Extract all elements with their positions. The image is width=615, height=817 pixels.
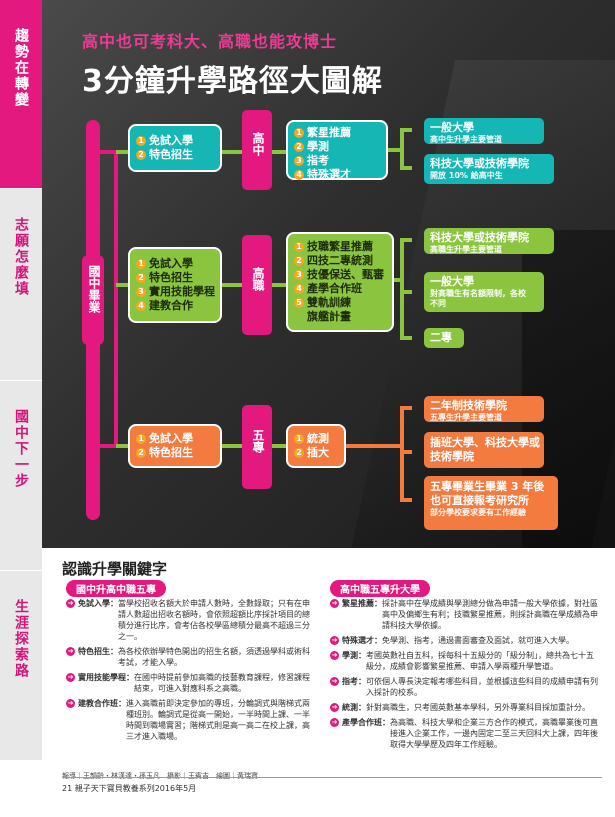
- page-subtitle: 高中也可考科大、高職也能攻博士: [82, 32, 338, 51]
- list-item: ➜實用技能學程：在國中時提前參加高職的技藝教育課程，修習課程結束，可進入對應科系…: [66, 673, 310, 693]
- glossary-left-list: ➜免試入學：當學校招收名額大於申請人數時，全數錄取；只有在申請人數超出招收名額時…: [66, 598, 316, 746]
- root-box: 國中畢業: [82, 255, 104, 345]
- destination-box: 科技大學或技術學院 開放 10% 給高中生: [424, 154, 554, 184]
- sidebar-tab-career[interactable]: 生涯探索路: [0, 570, 42, 760]
- glossary-left-label: 國中升高中職五專: [66, 580, 166, 597]
- sidebar: 趨勢在轉變 志願怎麼填 國中下一步 生涯探索路: [0, 0, 42, 760]
- list-item: ➜特殊選才：免學測、指考，通過書面審查及面試，就可進入大學。: [330, 636, 574, 645]
- list-item: ➜產學合作班：為高職、科技大學和企業三方合作的模式，高職畢業後可直接進入企業工作…: [330, 718, 598, 749]
- school-box-highschool: 高中: [242, 110, 272, 190]
- list-item: ➜建教合作班：進入高職前即決定參加的專班，分輪調式與階梯式兩種班別。輪調式是從高…: [66, 699, 310, 741]
- list-item: ➜指考：可依個人專長決定報考哪些科目，並根據這些科目的成績申請有列入採計的校系。: [330, 677, 598, 697]
- destination-box: 五專畢業生畢業 3 年後也可直接報考研究所 部分學校要求要有工作經驗: [424, 476, 558, 530]
- sidebar-tab-label: 國中下一步: [13, 409, 29, 489]
- list-item: ➜特色招生：為各校依辦學特色開出的招生名額，須透過學科或術科考試，才能入學。: [66, 647, 310, 667]
- destination-box: 一般大學 對高職生有名額限制，各校不同: [424, 272, 544, 312]
- list-item: ➜免試入學：當學校招收名額大於申請人數時，全數錄取；只有在申請人數超出招收名額時…: [66, 599, 310, 641]
- root-label: 國中畢業: [87, 265, 101, 313]
- school-label: 高中: [251, 132, 265, 156]
- sidebar-tab-choices[interactable]: 志願怎麼填: [0, 188, 42, 380]
- sidebar-tab-label: 生涯探索路: [13, 599, 29, 679]
- school-box-junior-college: 五專: [242, 405, 272, 489]
- destination-box: 二年制技術學院 五專生升學主要管道: [424, 396, 544, 422]
- glossary-right-label: 高中職五專升大學: [330, 580, 430, 597]
- footer-divider: [62, 777, 602, 778]
- list-item: ➜繁星推薦：採計高中在學成績與學測總分做為申請一般大學依據，對社區高中及偏鄉生有…: [330, 599, 598, 630]
- sidebar-tab-next-step[interactable]: 國中下一步: [0, 380, 42, 570]
- destination-box: 二專: [424, 328, 464, 348]
- page-footer: 21 親子天下寶貝教養系列2016年5月: [62, 784, 197, 793]
- glossary-heading: 認識升學關鍵字: [62, 560, 168, 578]
- glossary-right-list: ➜繁星推薦：採計高中在學成績與學測總分做為申請一般大學依據，對社區高中及偏鄉生有…: [330, 598, 600, 754]
- sidebar-tab-trends[interactable]: 趨勢在轉變: [0, 0, 42, 188]
- destination-box: 插班大學、科技大學或技術學院: [424, 432, 544, 468]
- page-title: 3分鐘升學路徑大圖解: [82, 64, 383, 99]
- list-item: 6旗艦計畫: [307, 310, 351, 323]
- sidebar-tab-label: 趨勢在轉變: [13, 28, 29, 108]
- school-box-vocational: 高職: [242, 235, 272, 335]
- list-item: ➜統測：針對高職生，只考國英數基本學科，另外專業科目採加重計分。: [330, 703, 590, 712]
- diagram-connectors: [98, 128, 412, 502]
- list-item: ➜學測：考國英數社自五科，採每科十五級分的「級分制」，總共為七十五級分，成績會影…: [330, 651, 594, 671]
- hero-panel: 高中也可考科大、高職也能攻博士 3分鐘升學路徑大圖解: [42, 0, 615, 548]
- credits: 報導｜王韻齡・林漢達・孫玉凡 攝影｜王賓吉 繪圖｜黃瑞寶: [62, 772, 258, 780]
- school-label: 五專: [251, 429, 265, 453]
- school-label: 高職: [251, 267, 265, 291]
- destination-box: 一般大學 高中生升學主要管道: [424, 118, 544, 144]
- destination-box: 科技大學或技術學院 高職生升學主要管道: [424, 228, 554, 254]
- sidebar-tab-label: 志願怎麼填: [13, 217, 29, 297]
